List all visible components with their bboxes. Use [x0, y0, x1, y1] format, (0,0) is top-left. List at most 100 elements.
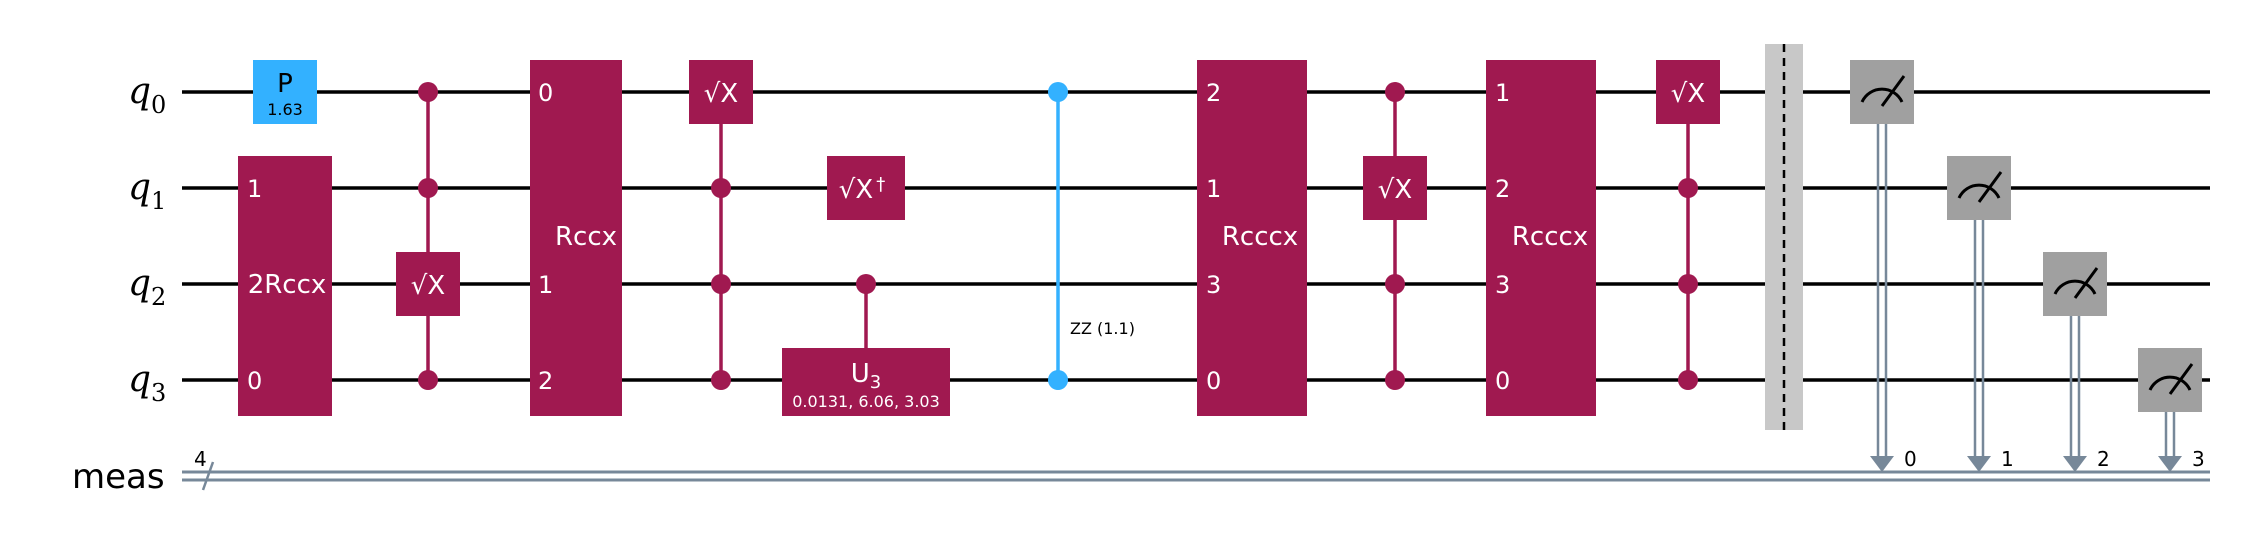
controlled-sx-1-label: √X — [411, 271, 445, 301]
control-dot — [1678, 178, 1698, 198]
rccx-gate-label: Rccx — [555, 222, 617, 252]
zz-endpoint — [1048, 82, 1068, 102]
measure-box — [1947, 156, 2011, 220]
control-dot — [1385, 274, 1405, 294]
rcccx-2-port-q2: 3 — [1495, 271, 1510, 299]
controlled-sx-4-label: √X — [1671, 79, 1705, 109]
measure-arrow — [2158, 456, 2182, 472]
controlled-sx-3-box — [1363, 156, 1427, 220]
control-dot — [1678, 274, 1698, 294]
phase-gate-param: 1.63 — [267, 100, 303, 119]
rcccx-2-label: Rcccx — [1512, 222, 1588, 252]
sx-dagger-gate-box — [827, 156, 905, 220]
measurement-q1: 1 — [1947, 156, 2014, 472]
meter-icon — [2053, 279, 2097, 295]
qubit-labels: q0 q1 q2 q3 meas — [72, 71, 166, 497]
rccx-port-q2: 1 — [538, 271, 553, 299]
zz-endpoint — [1048, 370, 1068, 390]
meter-needle — [2168, 363, 2194, 395]
classical-bit-label-2: 2 — [2097, 447, 2110, 471]
qubit-label-q0: q0 — [128, 71, 166, 119]
controlled-sx-3-label: √X — [1378, 175, 1412, 205]
control-dot — [418, 178, 438, 198]
rccx-port-q0: 0 — [538, 79, 553, 107]
rccx2-gate: 1 0 2Rccx — [238, 156, 332, 416]
sx-dagger-label: √X† — [839, 174, 885, 205]
rcccx-gate-2: 1 2 3 0 Rcccx — [1486, 60, 1596, 416]
classical-bit-label-3: 3 — [2192, 447, 2205, 471]
classical-bit-label-0: 0 — [1904, 447, 1917, 471]
rccx2-port-q3: 0 — [247, 367, 262, 395]
rccx2-gate-label: 2Rccx — [248, 270, 327, 300]
controlled-u3-gate: U3 0.0131, 6.06, 3.03 — [782, 274, 950, 416]
control-dot — [1385, 370, 1405, 390]
control-dot — [418, 370, 438, 390]
phase-gate-label: P — [277, 69, 293, 99]
measurement-q0: 0 — [1850, 60, 1917, 472]
rcccx-2-port-q0: 1 — [1495, 79, 1510, 107]
rcccx-2-port-q3: 0 — [1495, 367, 1510, 395]
meter-icon — [1957, 183, 2001, 199]
barrier — [1765, 44, 1803, 430]
control-dot — [711, 274, 731, 294]
measurement-q3: 3 — [2138, 348, 2205, 472]
controlled-sx-2-box — [689, 60, 753, 124]
rcccx-1-port-q2: 3 — [1206, 271, 1221, 299]
measurement-q2: 2 — [2043, 252, 2110, 472]
qubit-label-q2: q2 — [128, 263, 166, 311]
rccx2-gate-box — [238, 156, 332, 416]
register-slash — [201, 461, 215, 491]
rcccx-1-label: Rcccx — [1222, 222, 1298, 252]
barrier-shade — [1765, 44, 1803, 430]
controlled-u3-params: 0.0131, 6.06, 3.03 — [792, 392, 940, 411]
zz-gate: ZZ (1.1) — [1048, 82, 1135, 390]
control-dot — [418, 82, 438, 102]
classical-bit-label-1: 1 — [2001, 447, 2014, 471]
controlled-sx-gate-1: √X — [396, 82, 460, 390]
zz-gate-label: ZZ (1.1) — [1070, 319, 1135, 338]
control-dot — [711, 370, 731, 390]
rcccx-1-port-q0: 2 — [1206, 79, 1221, 107]
phase-gate: P 1.63 — [253, 60, 317, 124]
measure-arrow — [1870, 456, 1894, 472]
meter-icon — [1860, 87, 1904, 103]
measure-box — [1850, 60, 1914, 124]
phase-gate-box — [253, 60, 317, 124]
rcccx-gate-1: 2 1 3 0 Rcccx — [1197, 60, 1307, 416]
control-dot — [1385, 82, 1405, 102]
controlled-u3-box — [782, 348, 950, 416]
rccx-gate: 0 1 2 Rccx — [530, 60, 622, 416]
measure-arrow — [1967, 456, 1991, 472]
meter-needle — [1880, 75, 1906, 107]
measure-box — [2138, 348, 2202, 412]
meter-needle — [2073, 267, 2099, 299]
controlled-sx-1-box — [396, 252, 460, 316]
meter-needle — [1977, 171, 2003, 203]
measure-box — [2043, 252, 2107, 316]
controlled-sx-gate-4: √X — [1656, 60, 1720, 390]
qubit-label-q3: q3 — [128, 359, 166, 407]
rcccx-1-port-q1: 1 — [1206, 175, 1221, 203]
controlled-sx-4-box — [1656, 60, 1720, 124]
qubit-label-q1: q1 — [128, 167, 166, 215]
controlled-u3-label: U3 — [851, 359, 881, 393]
sx-dagger-gate: √X† — [827, 156, 905, 220]
qubit-wires — [182, 90, 2210, 382]
register-width: 4 — [194, 447, 207, 471]
rcccx-2-port-q1: 2 — [1495, 175, 1510, 203]
rcccx-1-port-q3: 0 — [1206, 367, 1221, 395]
rcccx-2-box — [1486, 60, 1596, 416]
classical-register-label: meas — [72, 457, 165, 497]
rccx-port-q3: 2 — [538, 367, 553, 395]
meter-icon — [2148, 375, 2192, 391]
classical-wire: 4 — [182, 447, 2210, 491]
measure-arrow — [2063, 456, 2087, 472]
rccx2-port-q1: 1 — [247, 175, 262, 203]
rccx-gate-box — [530, 60, 622, 416]
control-dot — [711, 178, 731, 198]
control-dot — [856, 274, 876, 294]
rcccx-1-box — [1197, 60, 1307, 416]
controlled-sx-2-label: √X — [704, 79, 738, 109]
controlled-sx-gate-3: √X — [1363, 82, 1427, 390]
